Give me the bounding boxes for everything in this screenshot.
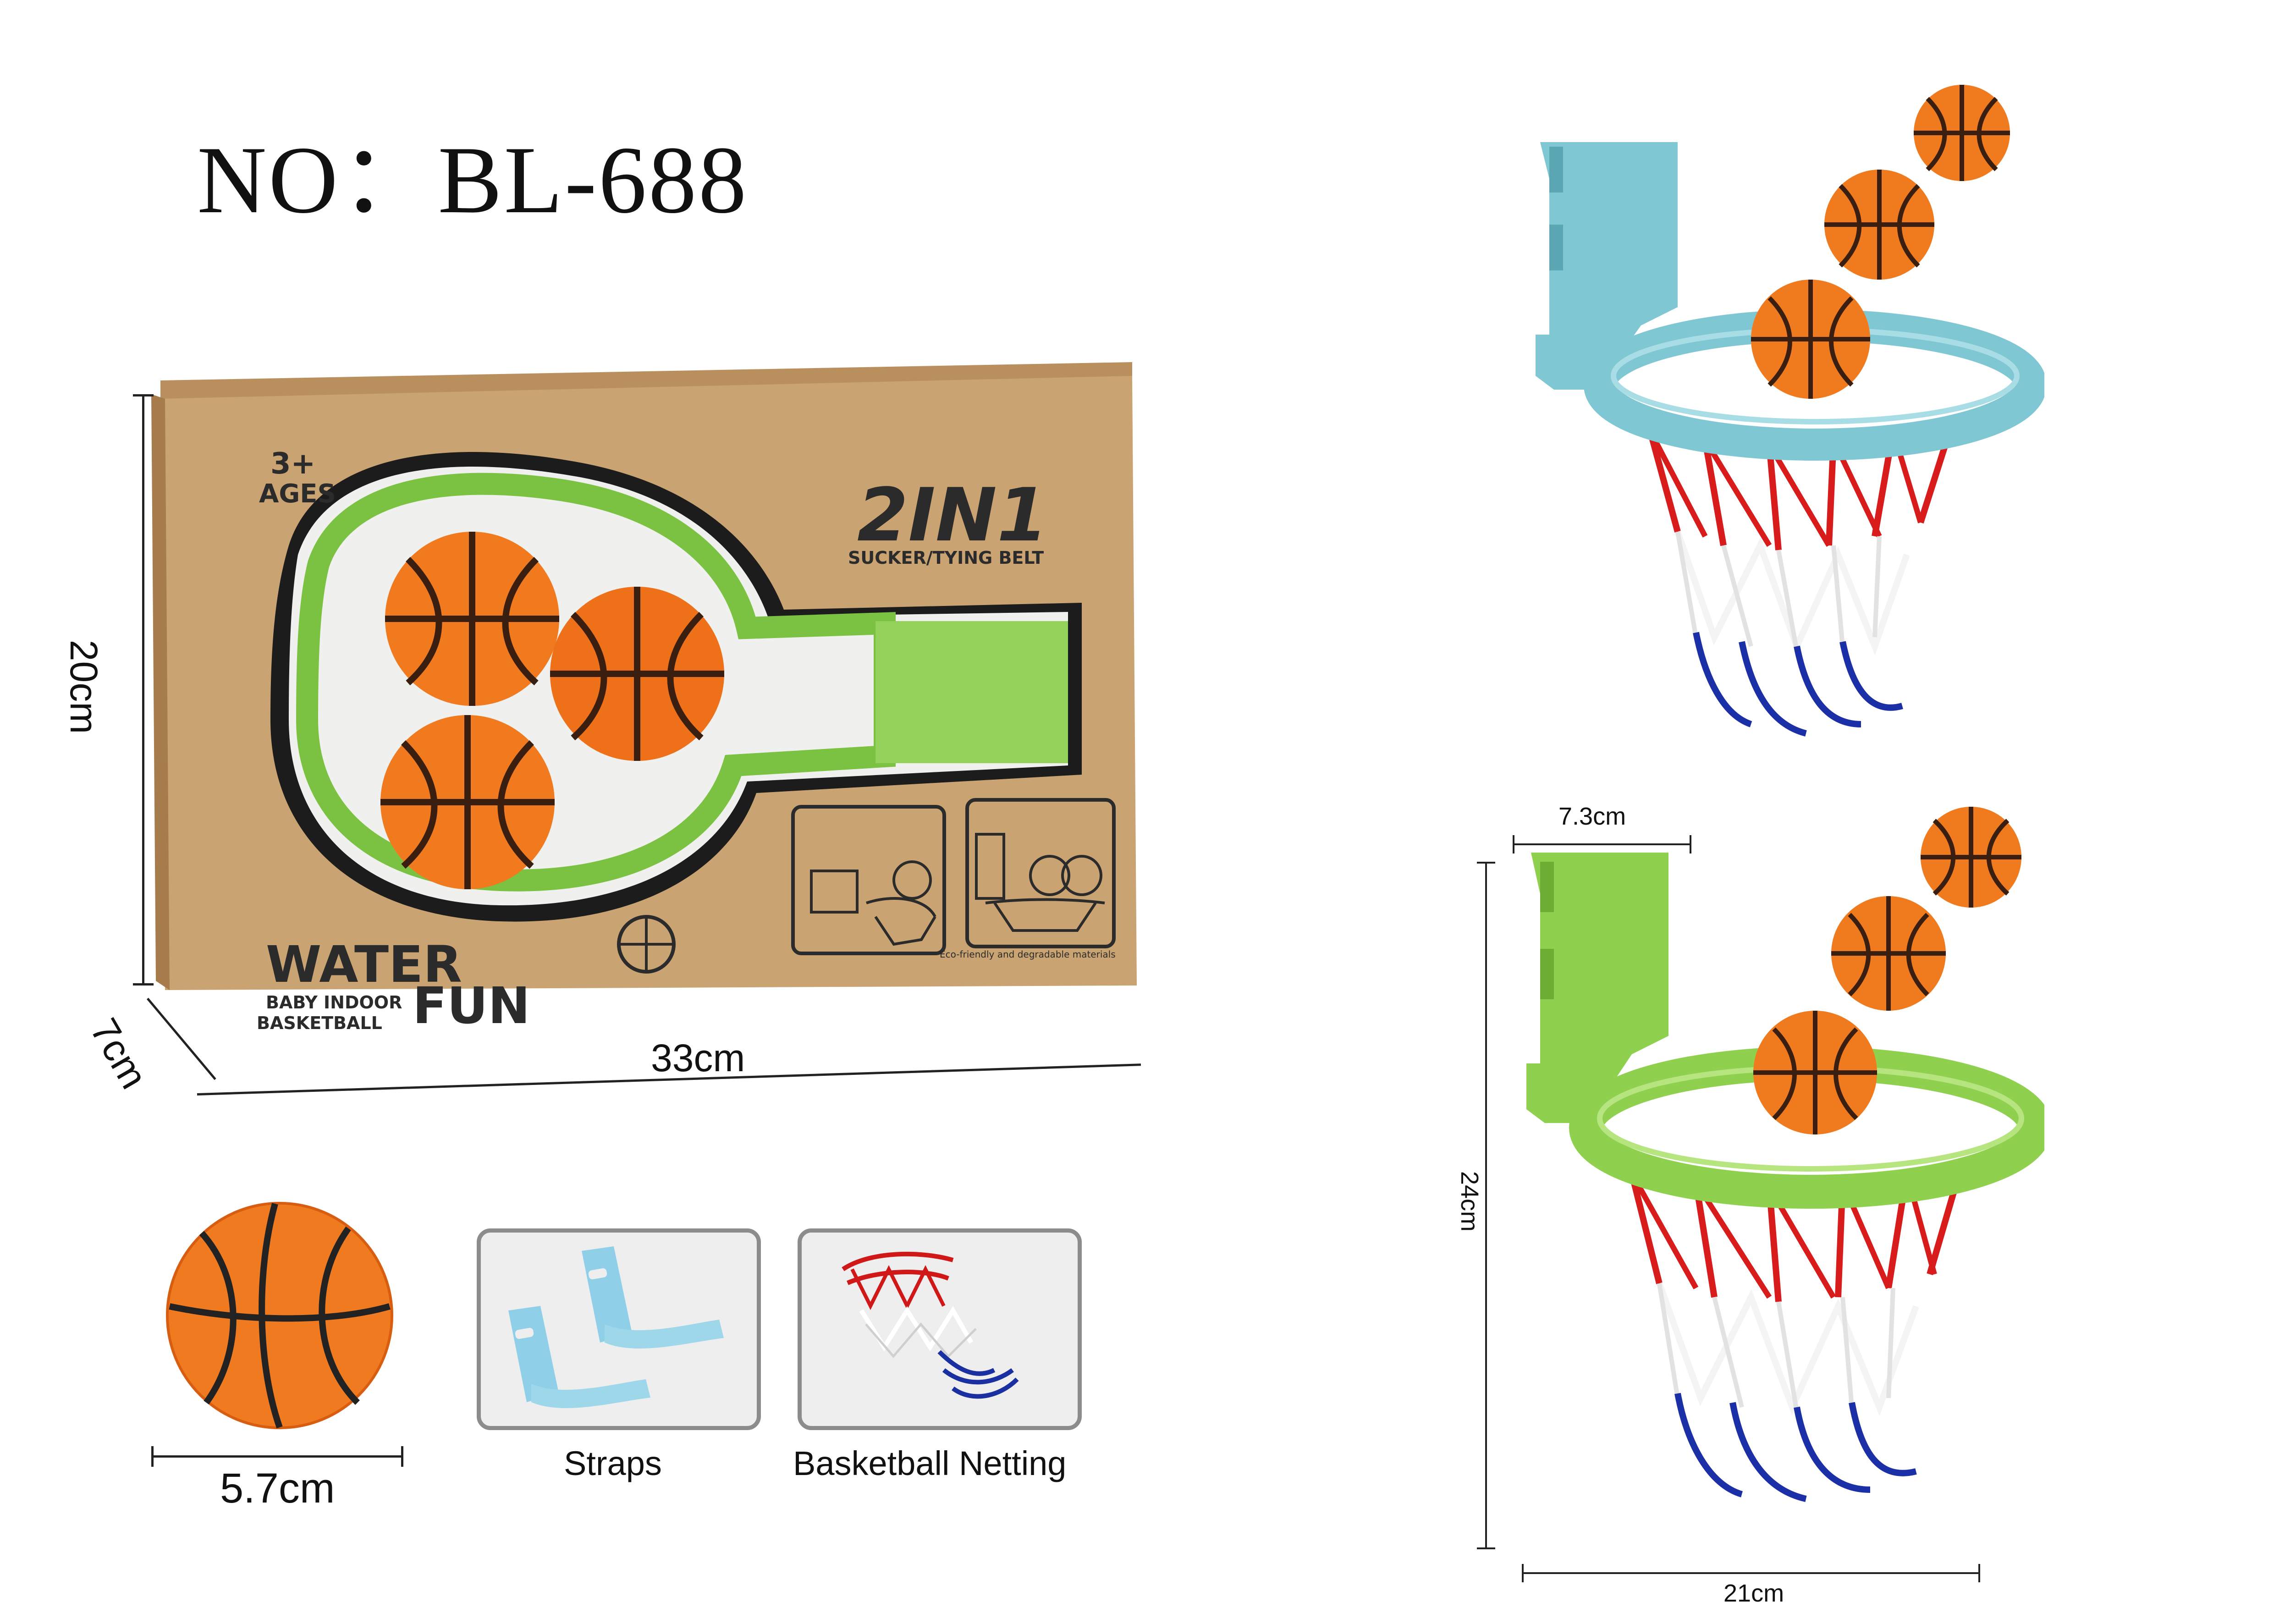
hoop-net xyxy=(1629,1163,1965,1502)
box-illustration-1 xyxy=(791,805,946,955)
box-hoop-bracket xyxy=(875,621,1068,763)
box-height-label: 20cm xyxy=(62,639,106,734)
basketball-icon xyxy=(385,532,559,706)
model-number: NO：BL-688 xyxy=(197,127,749,233)
hoop-width-label: 21cm xyxy=(1723,1580,1784,1607)
hoop-depth-label: 7.3cm xyxy=(1558,803,1626,830)
basketball-icon xyxy=(1753,1011,1877,1134)
basketball-icon xyxy=(1914,85,2010,181)
box-illustration-2 xyxy=(965,798,1116,948)
box-height-line xyxy=(142,394,144,985)
basketball-icon xyxy=(617,915,676,974)
hoop-width-line xyxy=(1522,1572,1980,1574)
box-basketball: BASKETBALL xyxy=(257,1013,382,1033)
basketball-icon xyxy=(166,1202,393,1429)
strap-icon xyxy=(508,1246,724,1408)
straps-card xyxy=(477,1228,761,1430)
basketball-icon xyxy=(1824,170,1934,280)
hoop-net xyxy=(1647,420,1956,737)
hoop-height-label: 24cm xyxy=(1456,1171,1484,1232)
hoop-depth-line xyxy=(1513,843,1691,845)
basketball-icon xyxy=(550,587,724,761)
box-ages: AGES xyxy=(259,479,336,509)
blue-hoop xyxy=(1536,85,2044,737)
basketball-icon xyxy=(380,715,555,889)
basketball-icon xyxy=(1751,280,1870,399)
ball-diameter-line xyxy=(151,1455,403,1458)
box-water: WATER xyxy=(266,935,462,994)
hoop-height-line xyxy=(1485,862,1487,1549)
product-box xyxy=(151,362,1137,990)
box-2in1: 2IN1 xyxy=(857,472,1048,558)
basketball-icon xyxy=(1921,807,2021,908)
ball-diameter-label: 5.7cm xyxy=(220,1465,335,1512)
box-fun: FUN xyxy=(413,976,530,1035)
net-icon xyxy=(842,1251,1019,1399)
box-age: 3+ xyxy=(270,447,316,481)
box-eco-note: Eco-friendly and degradable materials xyxy=(940,949,1116,960)
netting-card xyxy=(798,1228,1082,1430)
straps-label: Straps xyxy=(564,1444,662,1482)
basketball-icon xyxy=(1831,896,1946,1011)
box-width-label: 33cm xyxy=(651,1036,745,1079)
box-sucker-belt: SUCKER/TYING BELT xyxy=(848,548,1044,568)
green-hoop xyxy=(1526,807,2044,1502)
box-depth-label: 7cm xyxy=(82,1011,156,1096)
box-baby-indoor: BABY INDOOR xyxy=(266,992,402,1013)
netting-label: Basketball Netting xyxy=(793,1444,1067,1482)
